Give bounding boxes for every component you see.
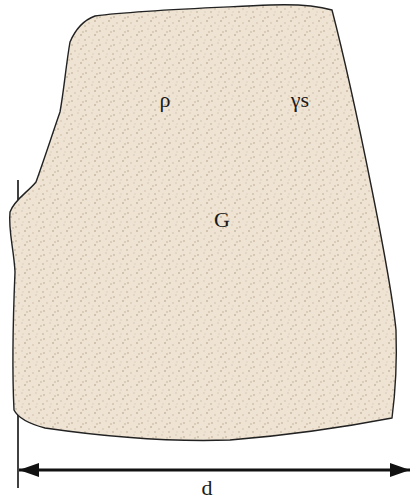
property-slot: γs [291,89,309,111]
grain-outline [0,0,414,450]
dimension-arrow [19,469,410,472]
grain-body [10,5,397,441]
grain-shape: ρ γsG [0,0,414,450]
dimension-label: d [200,475,215,500]
property-symbol: G [214,207,230,232]
dimension-slot: d [200,477,215,499]
property-slot: G [214,209,230,231]
property-slot: ρ [160,89,171,111]
property-symbol: ρ [160,87,171,112]
property-symbol: γs [291,87,309,112]
